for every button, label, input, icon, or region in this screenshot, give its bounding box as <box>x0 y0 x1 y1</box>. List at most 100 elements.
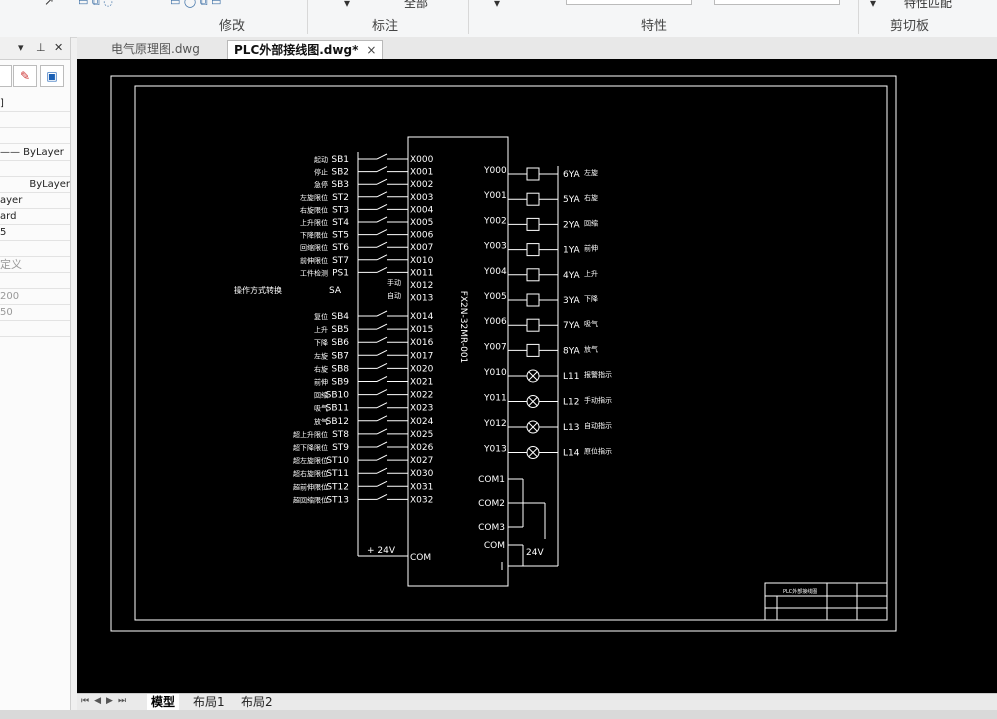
panel-close-icon[interactable]: ✕ <box>54 41 64 54</box>
tab-model[interactable]: 模型 <box>147 694 180 710</box>
drawing-frame <box>134 85 888 621</box>
ribbon-modify-icons-row[interactable]: ▭ ⧉ ◌ <box>78 0 113 8</box>
switch-contact <box>376 349 388 356</box>
quick-select-icon[interactable]: ✎ <box>13 65 37 87</box>
ribbon-modify-icons-row-2[interactable]: ▭ ◯ ⧉ ▭ <box>170 0 222 8</box>
input-label: 起动 <box>314 155 328 164</box>
input-code: ST6 <box>332 243 349 253</box>
property-row[interactable] <box>0 112 70 128</box>
property-row[interactable] <box>0 273 70 289</box>
input-code: ST12 <box>326 482 349 492</box>
switch-contact <box>376 376 388 382</box>
output-code: L12 <box>563 398 579 408</box>
match-properties-button[interactable]: 特性匹配 <box>904 0 952 11</box>
property-row[interactable]: 5 <box>0 225 70 241</box>
output-coil <box>526 293 540 307</box>
cad-drawing[interactable]: FX2N-32MR-001 + 24V COM 24V PLC外部接线图 操作方… <box>77 59 997 693</box>
close-tab-icon[interactable]: × <box>366 43 377 57</box>
ribbon-dropdown-icon[interactable]: ▾ <box>494 0 501 10</box>
panel-pin-icon[interactable]: ⊥ <box>36 41 46 54</box>
property-row-layer[interactable]: ayer <box>0 193 70 209</box>
input-label: 左旋限位 <box>300 193 328 202</box>
switch-contact <box>376 153 388 160</box>
input-code: ST3 <box>332 205 349 215</box>
output-address: Y003 <box>483 242 507 252</box>
input-label: 急停 <box>314 180 328 189</box>
input-label: 工件检测 <box>300 268 328 277</box>
input-label: 左旋 <box>314 351 328 360</box>
input-label: 停止 <box>314 168 328 177</box>
output-code: 6YA <box>563 170 581 180</box>
plc-model-label: FX2N-32MR-001 <box>458 291 468 364</box>
input-label: 复位 <box>314 312 328 321</box>
switch-contact <box>376 241 388 248</box>
input-address: X011 <box>410 268 433 278</box>
switch-contact <box>376 323 388 330</box>
property-row-linetype[interactable]: —— ByLayer <box>0 145 70 161</box>
tab-layout2[interactable]: 布局2 <box>241 695 273 709</box>
property-dropdown[interactable] <box>566 0 692 5</box>
output-desc: 手动指示 <box>584 396 612 405</box>
plc-body <box>407 136 509 587</box>
tab-layout1[interactable]: 布局1 <box>193 695 225 709</box>
ribbon-all-button[interactable]: 全部 <box>404 0 428 11</box>
output-code: 1YA <box>563 246 581 256</box>
title-block <box>764 582 888 621</box>
property-row[interactable] <box>0 321 70 337</box>
input-label: 右旋 <box>314 364 328 373</box>
output-coil <box>526 343 540 357</box>
select-objects-icon[interactable]: ▣ <box>40 65 64 87</box>
tab-plc-wiring[interactable]: PLC外部接线图.dwg*× <box>227 40 384 60</box>
property-row-value[interactable]: 50 <box>0 305 70 321</box>
property-row-style[interactable]: ard <box>0 209 70 225</box>
output-address: Y010 <box>483 368 507 378</box>
switch-contact <box>376 467 388 474</box>
ribbon-group-dimension: 标注 <box>372 19 399 34</box>
input-code: SB11 <box>326 404 349 414</box>
input-address: X032 <box>410 495 433 505</box>
drawing-canvas[interactable]: FX2N-32MR-001 + 24V COM 24V PLC外部接线图 操作方… <box>77 59 997 693</box>
ribbon-arrow-icon[interactable]: ↗ <box>44 0 55 8</box>
property-row-lineweight[interactable]: ByLayer <box>0 177 70 193</box>
input-address: X002 <box>410 180 433 190</box>
property-dropdown-2[interactable] <box>714 0 840 5</box>
switch-contact <box>376 441 388 448</box>
input-code: ST9 <box>332 443 349 453</box>
input-label: 上升 <box>314 325 328 334</box>
layout-nav-arrows-icon[interactable]: ⏮◀▶⏭ <box>81 696 132 706</box>
property-row[interactable] <box>0 241 70 257</box>
output-code: 8YA <box>563 346 581 356</box>
switch-contact <box>376 362 388 369</box>
input-label: 上升限位 <box>300 218 328 227</box>
output-address: Y001 <box>483 191 507 201</box>
input-label: 前伸 <box>314 378 328 387</box>
output-address: Y012 <box>483 419 507 429</box>
property-row[interactable]: ] <box>0 96 70 112</box>
ribbon-group-modify: 修改 <box>219 19 246 34</box>
ribbon-group-properties: 特性 <box>641 19 668 34</box>
tab-electrical-schematic[interactable]: 电气原理图.dwg <box>105 40 206 59</box>
selector-label: 操作方式转换 <box>234 285 282 295</box>
output-address: Y000 <box>483 166 507 176</box>
input-label: 超上升限位 <box>293 430 328 439</box>
ribbon-dropdown-icon[interactable]: ▾ <box>344 0 351 10</box>
panel-select-button[interactable] <box>0 65 12 87</box>
switch-contact <box>376 178 388 185</box>
property-row[interactable] <box>0 161 70 177</box>
output-desc: 报警指示 <box>584 370 612 379</box>
input-address: X024 <box>410 417 434 427</box>
switch-contact <box>376 203 388 210</box>
ribbon-dropdown-icon[interactable]: ▾ <box>870 0 877 10</box>
switch-contact <box>376 166 388 173</box>
input-address: X014 <box>410 312 434 322</box>
property-row-value[interactable]: 200 <box>0 289 70 305</box>
panel-dropdown-icon[interactable]: ▾ <box>18 41 24 54</box>
input-address: X006 <box>410 231 434 241</box>
property-row-undefined[interactable]: 定义 <box>0 257 70 273</box>
output-desc: 右旋 <box>584 193 598 202</box>
input-code: ST11 <box>326 469 349 479</box>
property-row[interactable] <box>0 128 70 144</box>
properties-panel: ▾ ⊥ ✕ ✎ ▣ ] —— ByLayer ByLayer ayer ard … <box>0 37 71 719</box>
